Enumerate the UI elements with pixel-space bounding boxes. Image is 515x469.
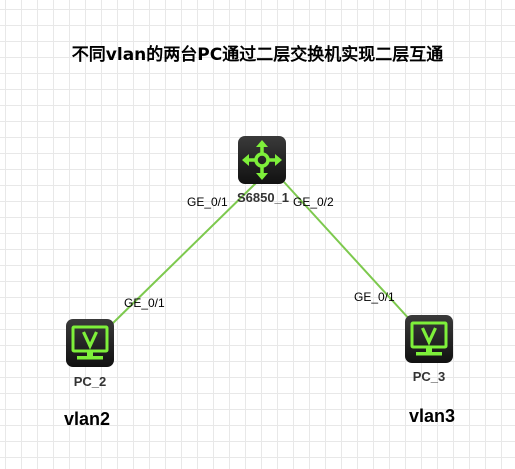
switch-name: S6850_1	[236, 190, 290, 205]
diagram-title: 不同vlan的两台PC通过二层交换机实现二层互通	[71, 45, 444, 65]
vlan-label-pc3: vlan3	[409, 406, 456, 426]
pc3-name: PC_3	[412, 369, 446, 384]
port-label-switch-ge01: GE_0/1	[187, 195, 228, 209]
port-label-pc2-ge01: GE_0/1	[124, 296, 165, 310]
pc-monitor-icon	[405, 315, 453, 363]
pc2-name: PC_2	[73, 374, 107, 389]
port-label-switch-ge02: GE_0/2	[293, 195, 334, 209]
layer3-switch-icon	[238, 136, 286, 184]
pc-monitor-icon	[66, 319, 114, 367]
switch-device[interactable]	[237, 135, 287, 185]
port-label-pc3-ge01: GE_0/1	[354, 290, 395, 304]
link-switch-pc2	[111, 181, 258, 325]
vlan-label-pc2: vlan2	[64, 409, 111, 429]
link-switch-pc3	[283, 181, 412, 322]
pc3-device[interactable]	[404, 314, 454, 364]
pc2-device[interactable]	[65, 318, 115, 368]
